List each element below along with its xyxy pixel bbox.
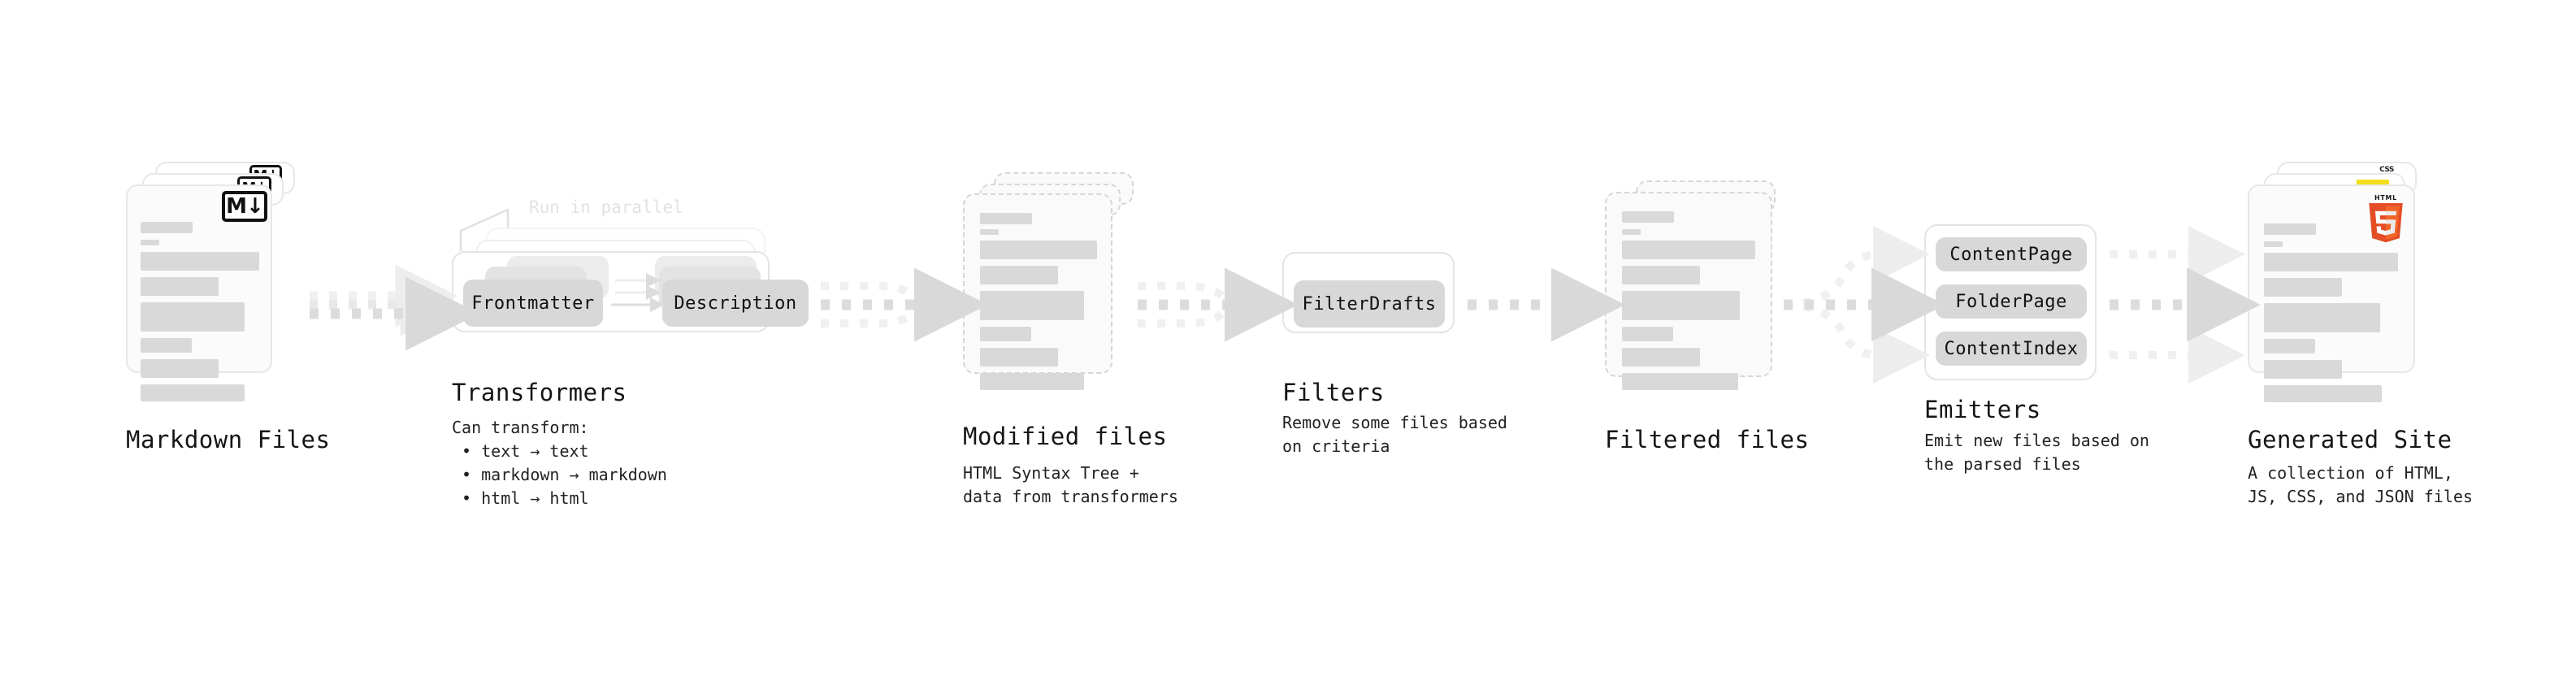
svg-text:HTML: HTML bbox=[2374, 194, 2397, 202]
emitter-pill-contentindex[interactable]: ContentIndex bbox=[1936, 332, 2087, 366]
transformer-pill-description[interactable]: Description bbox=[662, 280, 809, 327]
filtered-files-title: Filtered files bbox=[1605, 426, 1810, 453]
run-in-parallel-note: Run in parallel bbox=[529, 197, 683, 217]
skeleton-line bbox=[1622, 241, 1755, 259]
skeleton-line bbox=[141, 359, 219, 378]
modified-files-title: Modified files bbox=[963, 423, 1168, 450]
generated-site-subtitle: A collection of HTML, JS, CSS, and JSON … bbox=[2248, 463, 2473, 506]
transformer-pill-frontmatter[interactable]: Frontmatter bbox=[463, 280, 603, 327]
arrow-modified-to-filters bbox=[1138, 267, 1299, 342]
skeleton-line bbox=[141, 384, 245, 401]
arrow-emitters-to-site bbox=[2110, 226, 2261, 384]
filters-title: Filters bbox=[1282, 379, 1385, 406]
skeleton-line bbox=[141, 240, 159, 245]
skeleton-line bbox=[1622, 211, 1674, 223]
markdown-files-title: Markdown Files bbox=[126, 426, 331, 453]
skeleton-line bbox=[2264, 360, 2342, 379]
skeleton-line bbox=[1622, 291, 1740, 320]
skeleton-line bbox=[141, 252, 259, 271]
css-badge-label: CSS bbox=[2379, 166, 2394, 174]
skeleton-line bbox=[2264, 385, 2382, 402]
skeleton-line bbox=[980, 327, 1031, 341]
skeleton-line bbox=[2264, 278, 2342, 297]
transformers-subtitle: Can transform: • text → text • markdown … bbox=[452, 418, 667, 508]
skeleton-line bbox=[2264, 303, 2380, 332]
modified-files-subtitle: HTML Syntax Tree + data from transformer… bbox=[963, 463, 1178, 506]
skeleton-line bbox=[980, 213, 1032, 224]
skeleton-line bbox=[2264, 253, 2398, 271]
filter-pill-filterdrafts[interactable]: FilterDrafts bbox=[1294, 280, 1445, 327]
emitter-pill-contentpage[interactable]: ContentPage bbox=[1936, 237, 2087, 271]
skeleton-line bbox=[980, 266, 1058, 284]
skeleton-line bbox=[980, 348, 1058, 367]
arrow-transformers-to-modified bbox=[821, 267, 988, 342]
emitters-subtitle: Emit new files based on the parsed files bbox=[1924, 431, 2149, 474]
skeleton-line bbox=[141, 338, 192, 353]
skeleton-line bbox=[2264, 223, 2316, 235]
arrow-markdown-to-transformers bbox=[310, 264, 479, 351]
skeleton-line bbox=[141, 277, 219, 296]
skeleton-line bbox=[141, 222, 193, 233]
skeleton-line bbox=[1622, 348, 1700, 367]
generated-site-title: Generated Site bbox=[2248, 426, 2452, 453]
filters-subtitle: Remove some files based on criteria bbox=[1282, 413, 1507, 456]
emitter-pill-folderpage[interactable]: FolderPage bbox=[1936, 284, 2087, 319]
skeleton-line bbox=[980, 373, 1084, 390]
skeleton-line bbox=[1622, 373, 1738, 390]
markdown-badge-front: M↓ bbox=[222, 191, 267, 222]
skeleton-line bbox=[980, 291, 1084, 320]
skeleton-line bbox=[1622, 266, 1700, 284]
skeleton-line bbox=[980, 241, 1097, 259]
html5-icon: HTML bbox=[2369, 194, 2403, 243]
skeleton-line bbox=[2264, 241, 2283, 247]
skeleton-line bbox=[980, 229, 999, 235]
skeleton-line bbox=[1622, 327, 1673, 341]
transformers-title: Transformers bbox=[452, 379, 627, 406]
skeleton-line bbox=[141, 302, 245, 332]
emitters-title: Emitters bbox=[1924, 396, 2041, 423]
arrow-filtered-to-emitters bbox=[1783, 226, 1945, 384]
skeleton-line bbox=[2264, 339, 2315, 354]
skeleton-line bbox=[1622, 229, 1641, 235]
